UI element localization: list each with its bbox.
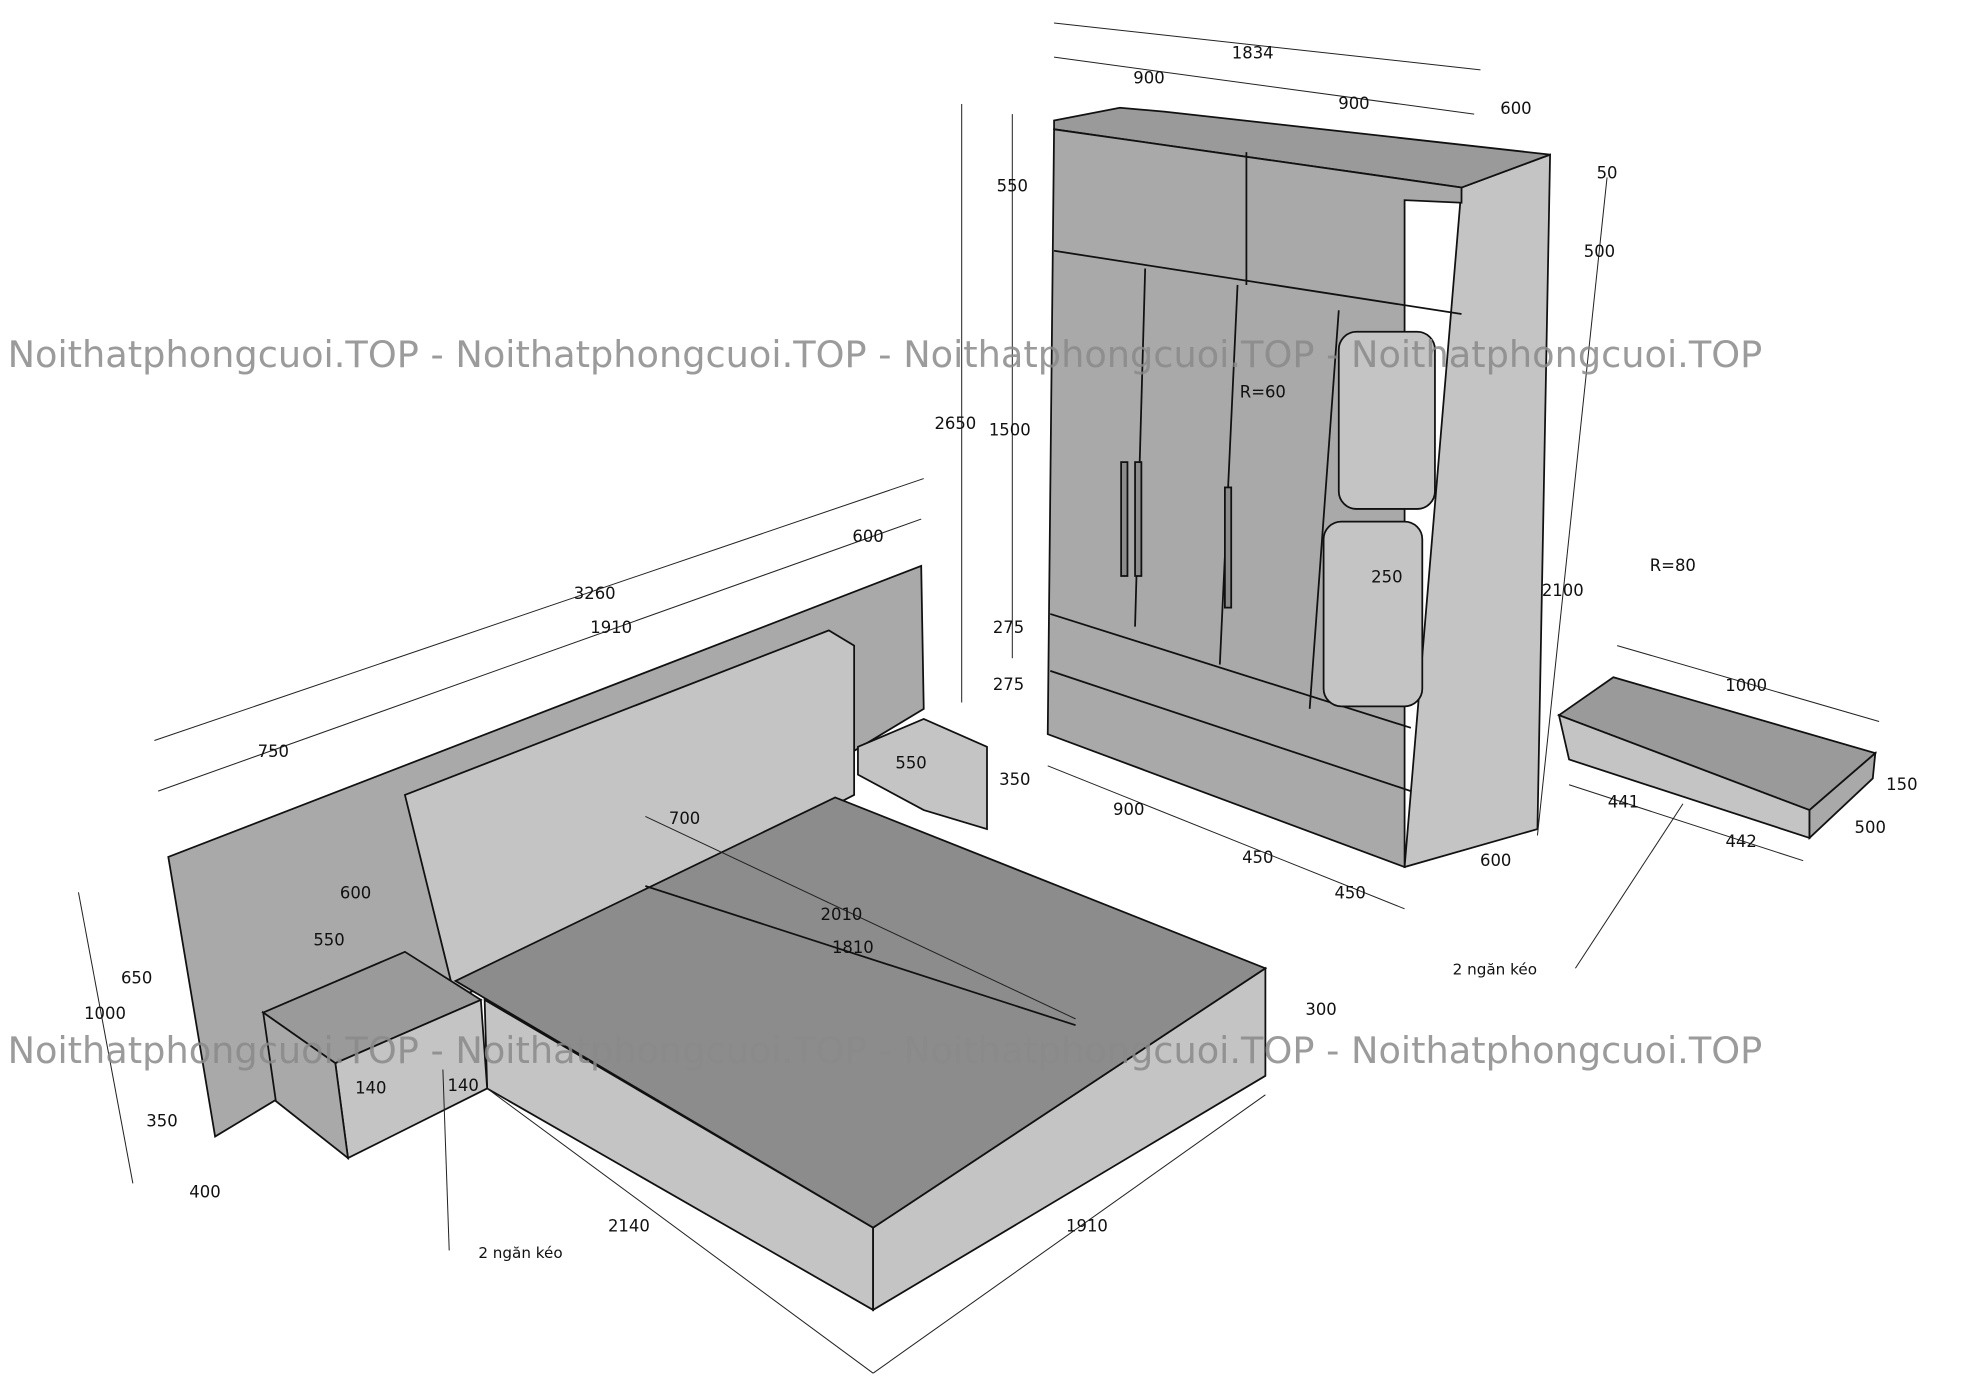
dim-label: 442 — [1725, 832, 1756, 851]
bench — [1557, 676, 1878, 840]
dim-label: 2140 — [608, 1216, 650, 1235]
dim-label: 1834 — [1232, 43, 1274, 62]
dim-label: 600 — [340, 884, 371, 903]
dim-label: 1910 — [590, 618, 632, 637]
dim-label: 900 — [1113, 800, 1144, 819]
dim-label: 275 — [993, 618, 1024, 637]
dim-label: 300 — [1305, 1000, 1336, 1019]
dim-label: 600 — [852, 527, 883, 546]
dim-label: 2010 — [821, 905, 863, 924]
drawer-note: 2 ngăn kéo — [1453, 961, 1537, 979]
dim-label: 140 — [447, 1076, 478, 1095]
dim-label: 1500 — [989, 421, 1031, 440]
dim-label: 140 — [355, 1079, 386, 1098]
dim-label: 450 — [1242, 848, 1273, 867]
dim-label: 650 — [121, 968, 152, 987]
dim-label: 900 — [1133, 69, 1164, 88]
nightstand — [261, 950, 489, 1161]
dim-label: 600 — [1480, 851, 1511, 870]
dim-label: 1910 — [1066, 1216, 1108, 1235]
dim-label: 900 — [1338, 94, 1369, 113]
dim-label: 250 — [1371, 567, 1402, 586]
dim-label: 350 — [146, 1111, 177, 1130]
dim-label: 500 — [1855, 818, 1886, 837]
dim-label: 700 — [669, 809, 700, 828]
dim-label: 600 — [1500, 99, 1531, 118]
dim-label: 400 — [189, 1182, 220, 1201]
dim-label: 150 — [1886, 775, 1917, 794]
dim-label: 550 — [313, 930, 344, 949]
watermark-top: Noithatphongcuoi.TOP - Noithatphongcuoi.… — [8, 333, 1763, 376]
dim-label: 450 — [1334, 884, 1365, 903]
watermark-bottom: Noithatphongcuoi.TOP - Noithatphongcuoi.… — [8, 1029, 1763, 1072]
dim-label: 750 — [258, 742, 289, 761]
dim-label: 275 — [993, 675, 1024, 694]
dim-label: 50 — [1597, 164, 1618, 183]
dimension-lines — [77, 22, 1880, 1374]
dim-label: R=80 — [1650, 556, 1696, 575]
drawer-note: 2 ngăn kéo — [478, 1244, 562, 1262]
dim-label: 350 — [999, 770, 1030, 789]
dim-label: 2100 — [1542, 581, 1584, 600]
wardrobe — [1046, 106, 1552, 869]
dim-label: 500 — [1584, 242, 1615, 261]
dim-label: R=60 — [1240, 383, 1286, 402]
dim-label: 441 — [1608, 793, 1639, 812]
dim-label: 550 — [997, 176, 1028, 195]
dim-label: 1000 — [84, 1004, 126, 1023]
dim-label: 1000 — [1725, 676, 1767, 695]
dim-label: 2650 — [934, 414, 976, 433]
dim-label: 3260 — [574, 584, 616, 603]
dim-label: 550 — [895, 753, 926, 772]
dim-label: 1810 — [832, 938, 874, 957]
